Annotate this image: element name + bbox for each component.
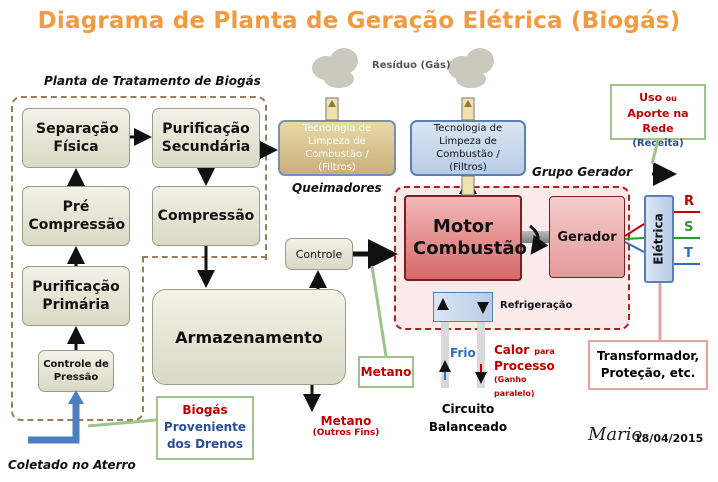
controle-pressao-box: Controle de Pressão (38, 350, 114, 392)
queimadores-filter-box: Tecnologia de Limpeza de Combustão / (Fi… (278, 120, 396, 176)
calor-label: Calor para Processo (Ganho paralelo) (494, 342, 558, 401)
gerador-label: Gerador (557, 229, 617, 245)
queimadores-label: Queimadores (292, 181, 382, 195)
treatment-plant-label: Planta de Tratamento de Biogás (44, 74, 261, 88)
controle-box: Controle (285, 238, 353, 270)
pre-compressao-box: Pré Compressão (22, 186, 130, 246)
purificacao-primaria-box: Purificação Primária (22, 266, 130, 326)
phase-r-label: R (684, 194, 695, 209)
uso-line2: Aporte na Rede (627, 107, 689, 135)
chimney-left (325, 97, 339, 121)
phase-s-label: S (684, 220, 694, 235)
date-label: 18/04/2015 (634, 432, 704, 445)
purificacao-secundaria-label: Purificação Secundária (161, 121, 251, 155)
pipe-hot (477, 322, 485, 388)
motor-box: Motor Combustão (404, 195, 527, 281)
wire-s (624, 237, 645, 240)
pre-compressao-label: Pré Compressão (28, 199, 126, 233)
metano-callout-label: Metano (360, 365, 412, 379)
pipe-cold (441, 322, 449, 388)
armazenamento-label: Armazenamento (175, 327, 323, 347)
page-title: Diagrama de Planta de Geração Elétrica (… (37, 8, 681, 34)
wire-t (624, 241, 645, 253)
chimney-right (461, 97, 475, 121)
controle-label: Controle (295, 247, 343, 261)
metano-outros-line1: Metano (320, 414, 372, 428)
smoke-cloud-right-c (456, 70, 486, 88)
rotation-arrow (529, 224, 549, 255)
controle-pressao-label: Controle de Pressão (43, 359, 109, 383)
smoke-cloud-left-b (330, 48, 358, 74)
biogas-callout: Biogás Proveniente dos Drenos (156, 396, 254, 460)
phase-t-label: T (684, 246, 693, 261)
calor-line1: Calor (494, 343, 530, 357)
biogas-line1: Biogás (182, 403, 228, 417)
gerador-box: Gerador (549, 196, 625, 278)
engine-filter-box: Tecnologia de Limpeza de Combustão / (Fi… (410, 120, 526, 176)
pointer-metano (370, 265, 388, 357)
grupo-gerador-label: Grupo Gerador (532, 165, 633, 179)
pointer-biogas (87, 418, 157, 428)
treatment-plant-outline (11, 96, 267, 260)
separacao-label: Separação Física (36, 121, 119, 155)
residuo-label: Resíduo (Gás) (372, 60, 451, 71)
uso-line1: Uso (639, 91, 663, 104)
metano-outros-label: Metano (Outros Fins) (306, 414, 386, 438)
transformador-label: Transformador, Proteção, etc. (596, 349, 700, 380)
compressao-box: Compressão (152, 186, 260, 246)
calor-line3: (Ganho paralelo) (494, 375, 535, 398)
metano-callout: Metano (358, 356, 414, 388)
transformador-callout: Transformador, Proteção, etc. (588, 340, 708, 390)
queimadores-filter-text: Tecnologia de Limpeza de Combustão / (Fi… (302, 123, 372, 173)
smoke-cloud-right-b (466, 48, 494, 74)
circuito-label: Circuito Balanceado (420, 400, 516, 436)
wire-r (624, 223, 645, 237)
calor-para: para (534, 347, 555, 356)
chimney-engine (461, 175, 475, 196)
circuito-text: Circuito Balanceado (428, 402, 508, 434)
purificacao-secundaria-box: Purificação Secundária (152, 108, 260, 168)
separacao-box: Separação Física (22, 108, 130, 168)
refrigeracao-label: Refrigeração (500, 300, 573, 311)
motor-label: Motor Combustão (413, 216, 527, 259)
metano-outros-line2: (Outros Fins) (312, 428, 380, 438)
calor-line2: Processo (494, 359, 555, 373)
frio-label: Frio (450, 346, 476, 360)
smoke-cloud-left-c (324, 70, 354, 88)
armazenamento-box: Armazenamento (152, 289, 346, 385)
biogas-line3: dos Drenos (166, 437, 244, 451)
pointer-uso (650, 139, 660, 165)
coletado-label: Coletado no Aterro (8, 458, 136, 472)
signature: Mario (588, 424, 643, 445)
biogas-line2: Proveniente (163, 420, 247, 434)
uso-ou: ou (665, 94, 677, 103)
engine-filter-text: Tecnologia de Limpeza de Combustão / (Fi… (433, 123, 503, 173)
compressao-label: Compressão (157, 208, 255, 224)
biogas-inlet-pipe (28, 402, 80, 444)
purificacao-primaria-label: Purificação Primária (32, 279, 120, 313)
eletrica-box: Elétrica (644, 195, 674, 283)
